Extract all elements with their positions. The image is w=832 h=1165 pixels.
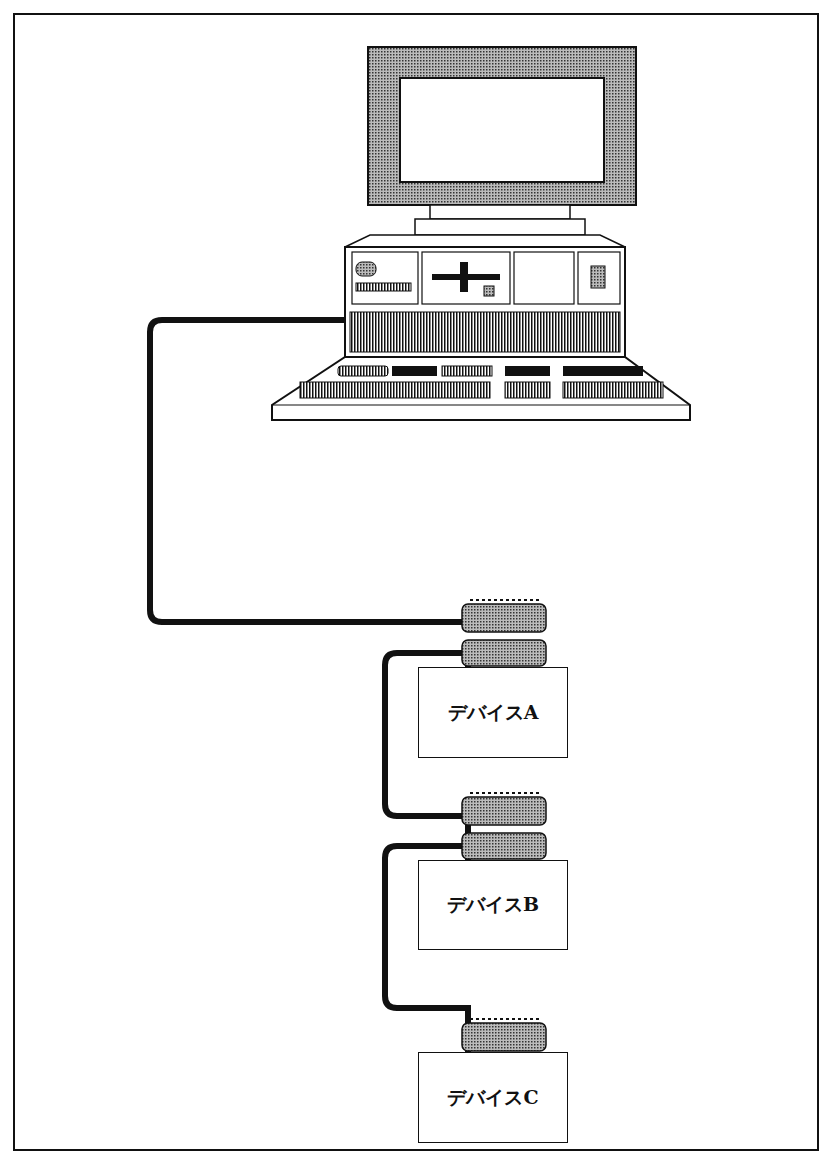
device-label: デバイスA [448,700,539,726]
device-box: デバイスA [418,667,568,758]
frame [14,14,818,1150]
computer [272,47,690,420]
device-box: デバイスB [418,860,568,950]
connector-pins [470,600,540,1019]
device-label: デバイスB [447,892,539,918]
device-box: デバイスC [418,1052,568,1143]
device-label: デバイスC [447,1085,538,1111]
